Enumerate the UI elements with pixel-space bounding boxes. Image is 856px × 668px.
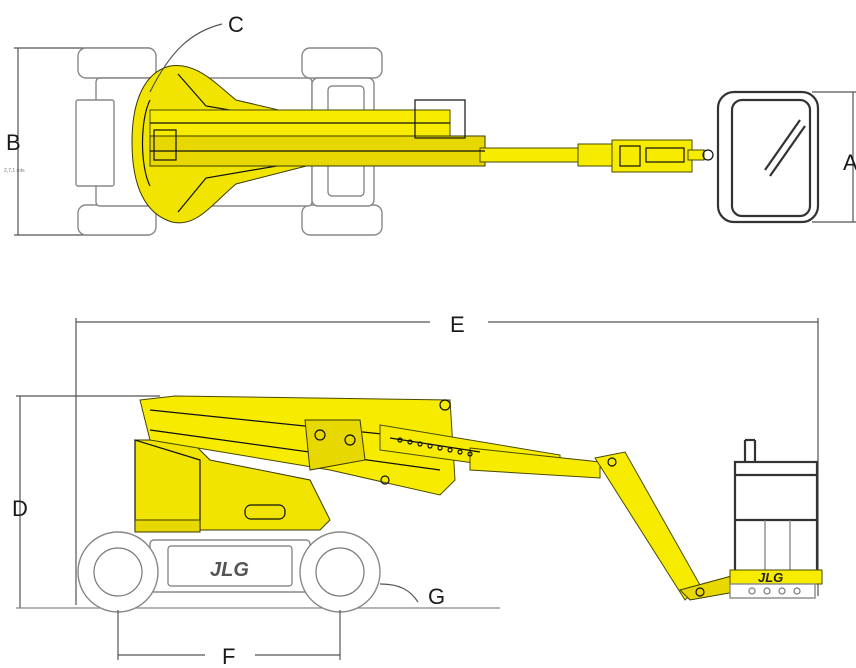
label-a: A xyxy=(843,150,856,175)
label-c: C xyxy=(228,12,244,37)
callout-g: G xyxy=(379,583,445,609)
label-e: E xyxy=(450,312,465,337)
dimension-e: E xyxy=(75,312,819,605)
label-f: F xyxy=(222,644,235,668)
label-b: B xyxy=(6,130,21,155)
dimension-a: A xyxy=(812,91,856,223)
side-boom-linkage xyxy=(139,395,456,496)
side-view: E D JLG xyxy=(12,312,823,668)
label-g: G xyxy=(428,584,445,609)
dimension-d: D xyxy=(12,395,160,608)
label-d: D xyxy=(12,496,28,521)
side-wheels xyxy=(77,531,381,613)
side-chassis: JLG xyxy=(149,539,311,593)
side-platform: JLG xyxy=(729,438,823,599)
top-view: B 2,7,1 mts xyxy=(4,12,856,236)
platform-logo: JLG xyxy=(758,570,783,585)
dimension-b: B 2,7,1 mts xyxy=(4,47,150,236)
top-platform xyxy=(716,90,820,224)
dimension-f: F xyxy=(117,610,341,668)
small-dimension-text: 2,7,1 mts xyxy=(4,168,25,174)
callout-c: C xyxy=(149,12,244,93)
side-jib xyxy=(594,451,736,601)
top-jib xyxy=(577,139,714,173)
side-main-boom xyxy=(379,424,601,479)
chassis-logo: JLG xyxy=(210,559,249,581)
